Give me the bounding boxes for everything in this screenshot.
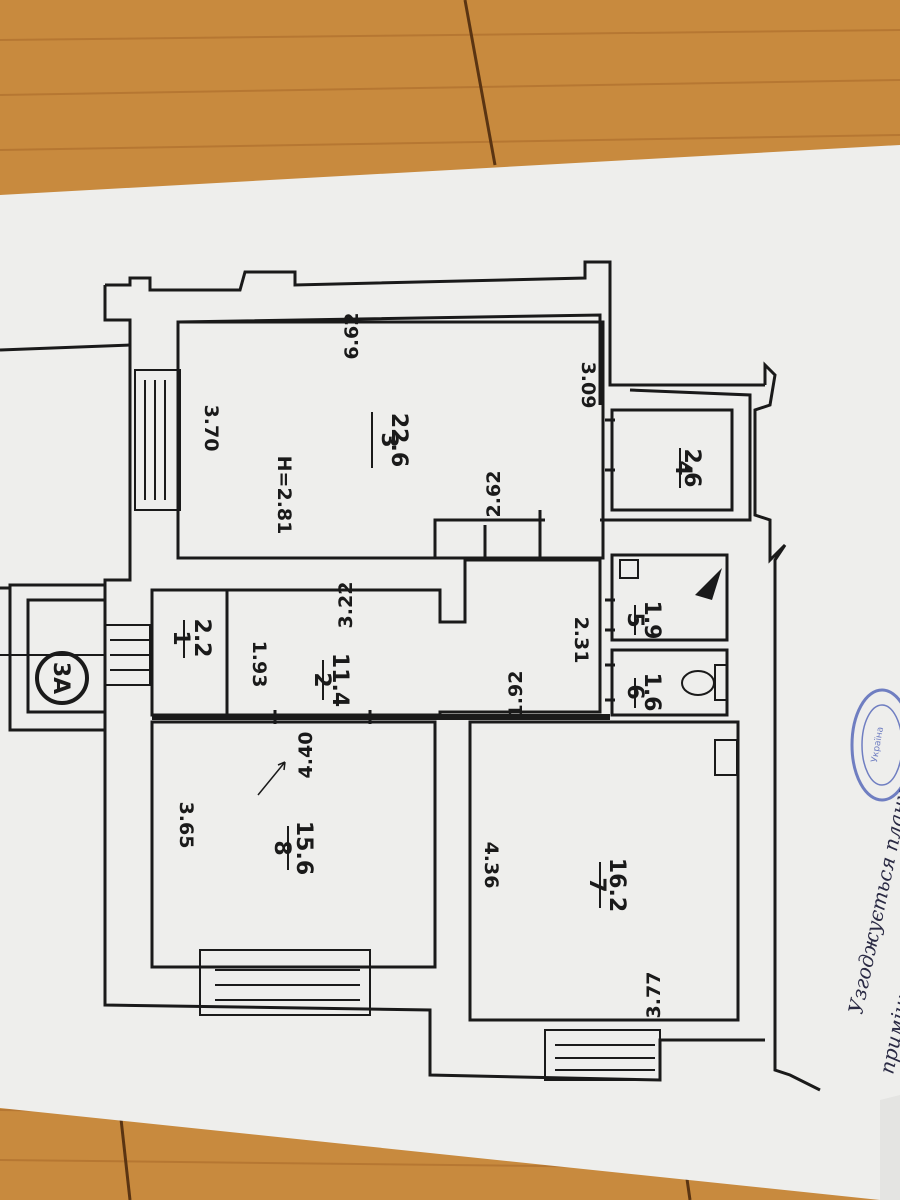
room-8-dim-top: 4.40 (295, 732, 317, 779)
room-8-dim-left: 3.65 (175, 802, 197, 849)
room-4-area: 2.6 (679, 449, 704, 488)
room-2-dim-top: 3.22 (335, 582, 357, 629)
room-7-dim-bottom: 3.77 (643, 972, 665, 1019)
paper-sheet (0, 145, 900, 1200)
room-4-number: 4 (670, 460, 695, 475)
room-7 (468, 720, 740, 1022)
room-8-area: 15.6 (291, 821, 316, 875)
door-marks (273, 418, 615, 724)
room-3-number: 3 (376, 432, 401, 447)
room-3-dim-top: 6.62 (341, 313, 363, 360)
adjacent-building-outline (0, 343, 131, 590)
building-marker-label: 3А (48, 662, 73, 694)
room-4 (610, 408, 734, 512)
room-1-dim: 1.93 (248, 641, 270, 688)
room-3 (176, 320, 605, 560)
room-3-area: 22.6 (386, 413, 411, 467)
ceiling-height: H=2.81 (273, 456, 295, 535)
stair-top (134, 369, 181, 511)
room-6-area: 1.6 (639, 673, 664, 712)
room-5 (610, 553, 729, 642)
room-5-area: 1.9 (639, 601, 664, 640)
room-3-dim-right: 3.09 (577, 362, 599, 409)
room-7-area: 16.2 (604, 858, 629, 912)
room-8-number: 8 (269, 840, 294, 855)
stair-room7 (544, 1029, 661, 1081)
room-2-number: 2 (309, 672, 334, 687)
room-7-number: 7 (584, 877, 609, 892)
room-2-area: 11.4 (327, 653, 352, 707)
room-1-area: 2.2 (189, 619, 214, 658)
room-1-number: 1 (168, 630, 193, 645)
building-marker-circle (35, 651, 89, 705)
room-8 (150, 720, 437, 969)
right-outer-wall (753, 361, 821, 1092)
room-6 (610, 648, 729, 717)
entrance-stair (104, 624, 151, 686)
stair-room8 (199, 949, 371, 1016)
room-3-dim-bottom: 2.62 (483, 471, 505, 518)
room-3-dim-left: 3.70 (200, 405, 222, 452)
room-2-dim-bottom: 1.92 (505, 671, 527, 718)
room-7-dim-left: 4.36 (480, 842, 502, 889)
room-2-dim-right: 2.31 (570, 617, 592, 664)
dimension-arrow (257, 761, 286, 796)
